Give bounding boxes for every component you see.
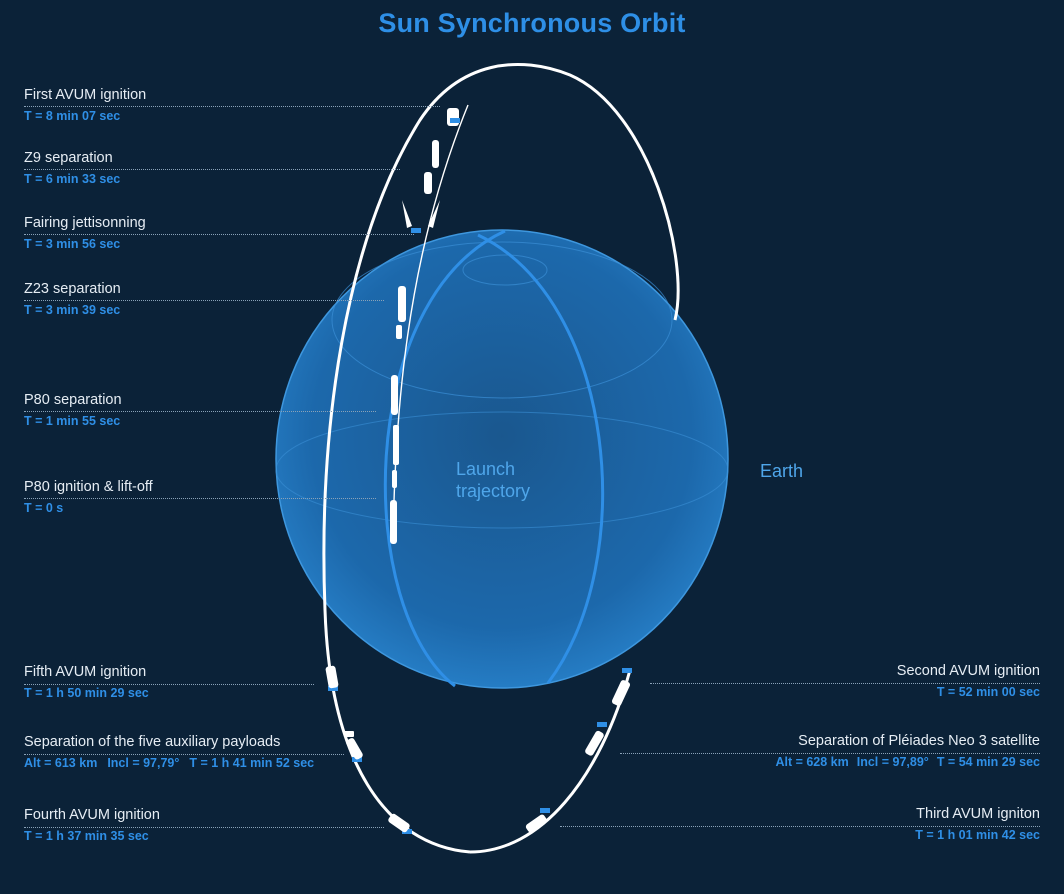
launch-label-line2: trajectory [456, 481, 531, 501]
event-incl: Incl = 97,89° [856, 755, 929, 769]
event-label: Z23 separation [24, 281, 121, 297]
event-time: T = 3 min 39 sec [24, 303, 121, 317]
event-liftoff: P80 ignition & lift-off T = 0 s [24, 478, 153, 516]
event-first-avum: First AVUM ignition T = 8 min 07 sec [24, 86, 146, 124]
stage-p80-sep [391, 375, 398, 415]
event-time: T = 1 h 50 min 29 sec [24, 686, 149, 700]
event-time: T = 54 min 29 sec [936, 755, 1040, 769]
event-label: Fourth AVUM ignition [24, 807, 160, 823]
event-label: Separation of the five auxiliary payload… [24, 734, 281, 750]
marker-aux-payloads [352, 757, 362, 762]
leader-line-second-avum [650, 683, 1040, 684]
marker-fifth-avum [328, 686, 338, 691]
event-time: T = 0 s [24, 501, 64, 515]
stage-piece-3 [392, 470, 397, 488]
leader-line-fairing [24, 234, 414, 235]
craft-pleiades [585, 730, 604, 756]
event-label: P80 separation [24, 392, 122, 408]
leader-line-z9 [24, 169, 400, 170]
event-time: T = 8 min 07 sec [24, 109, 121, 123]
leader-line-aux [24, 754, 344, 755]
marker-second-avum [622, 668, 632, 673]
marker-fairing [411, 228, 421, 233]
stage-z9-1 [424, 172, 432, 194]
stage-p80 [390, 500, 397, 544]
leader-line-p80-sep [24, 411, 376, 412]
fairing-left [402, 200, 412, 228]
earth-globe [275, 229, 729, 689]
event-z23-separation: Z23 separation T = 3 min 39 sec [24, 280, 121, 318]
event-label: Fifth AVUM ignition [24, 664, 147, 680]
stage-z23 [398, 286, 406, 322]
event-label: Z9 separation [24, 150, 113, 166]
event-time: T = 1 h 01 min 42 sec [915, 828, 1040, 842]
event-label: P80 ignition & lift-off [24, 479, 153, 495]
globe-polar-cap [462, 254, 548, 286]
event-second-avum: Second AVUM ignition T = 52 min 00 sec [897, 662, 1040, 700]
event-pleiades: Separation of Pléiades Neo 3 satellite A… [767, 732, 1040, 770]
event-values: Alt = 628 km Incl = 97,89° T = 54 min 29 s… [767, 754, 1040, 770]
marker-pleiades [597, 722, 607, 727]
launch-trajectory [392, 104, 469, 541]
event-values: Alt = 613 km Incl = 97,79° T = 1 h 41 min … [24, 755, 324, 771]
event-time: T = 6 min 33 sec [24, 172, 121, 186]
event-p80-separation: P80 separation T = 1 min 55 sec [24, 391, 122, 429]
event-label: Separation of Pléiades Neo 3 satellite [798, 733, 1040, 749]
event-aux-payloads: Separation of the five auxiliary payload… [24, 733, 324, 771]
event-label: Third AVUM igniton [916, 806, 1040, 822]
stage-piece-2 [393, 425, 399, 465]
diagram-title: Sun Synchronous Orbit [378, 8, 686, 38]
craft-fifth-avum [325, 665, 339, 689]
event-third-avum: Third AVUM igniton T = 1 h 01 min 42 sec [915, 805, 1040, 843]
leader-line-pleiades [620, 753, 1040, 754]
event-incl: Incl = 97,79° [107, 756, 180, 770]
event-label: Second AVUM ignition [896, 663, 1040, 679]
event-time: T = 1 h 41 min 52 sec [189, 756, 315, 770]
event-alt: Alt = 628 km [775, 755, 849, 769]
stage-z9-2 [432, 140, 439, 168]
marker-fourth-avum [402, 829, 412, 834]
craft-aux [346, 738, 363, 760]
globe-equator [275, 411, 729, 529]
orbit-path-right [469, 669, 632, 854]
event-time: T = 52 min 00 sec [936, 685, 1040, 699]
event-label: Fairing jettisonning [24, 215, 146, 231]
event-time: T = 3 min 56 sec [24, 237, 121, 251]
launch-trajectory-label: Launch trajectory [456, 458, 530, 502]
leader-line-third-avum [560, 826, 1040, 827]
event-label: First AVUM ignition [24, 87, 147, 103]
orbit-markers [328, 118, 632, 834]
event-time: T = 1 h 37 min 35 sec [24, 829, 149, 843]
globe-meridian-left [383, 229, 506, 688]
event-fifth-avum: Fifth AVUM ignition T = 1 h 50 min 29 se… [24, 663, 149, 701]
globe-upper-cap [331, 241, 673, 399]
craft-aux-small [344, 731, 354, 737]
stage-piece-1 [396, 325, 402, 339]
spacecraft-glyphs [325, 665, 631, 833]
leader-line-fourth-avum [24, 827, 384, 828]
fairing-right [428, 200, 440, 228]
craft-fourth-avum [388, 813, 410, 833]
leader-line-z23 [24, 300, 384, 301]
earth-label: Earth [760, 461, 804, 481]
leader-line-first-avum [24, 106, 440, 107]
craft-third-avum [525, 814, 547, 833]
craft-second-avum [611, 680, 631, 706]
event-alt: Alt = 613 km [24, 756, 98, 770]
marker-first-avum [450, 118, 460, 123]
orbit-path [322, 63, 680, 854]
event-fairing: Fairing jettisonning T = 3 min 56 sec [24, 214, 146, 252]
event-fourth-avum: Fourth AVUM ignition T = 1 h 37 min 35 s… [24, 806, 160, 844]
globe-meridian-b [477, 233, 604, 684]
event-time: T = 1 min 55 sec [24, 414, 121, 428]
leader-line-fifth-avum [24, 684, 314, 685]
stage-avum [447, 108, 459, 126]
marker-third-avum [540, 808, 550, 813]
leader-line-liftoff [24, 498, 376, 499]
launch-label-line1: Launch [456, 459, 516, 479]
event-z9-separation: Z9 separation T = 6 min 33 sec [24, 149, 120, 187]
